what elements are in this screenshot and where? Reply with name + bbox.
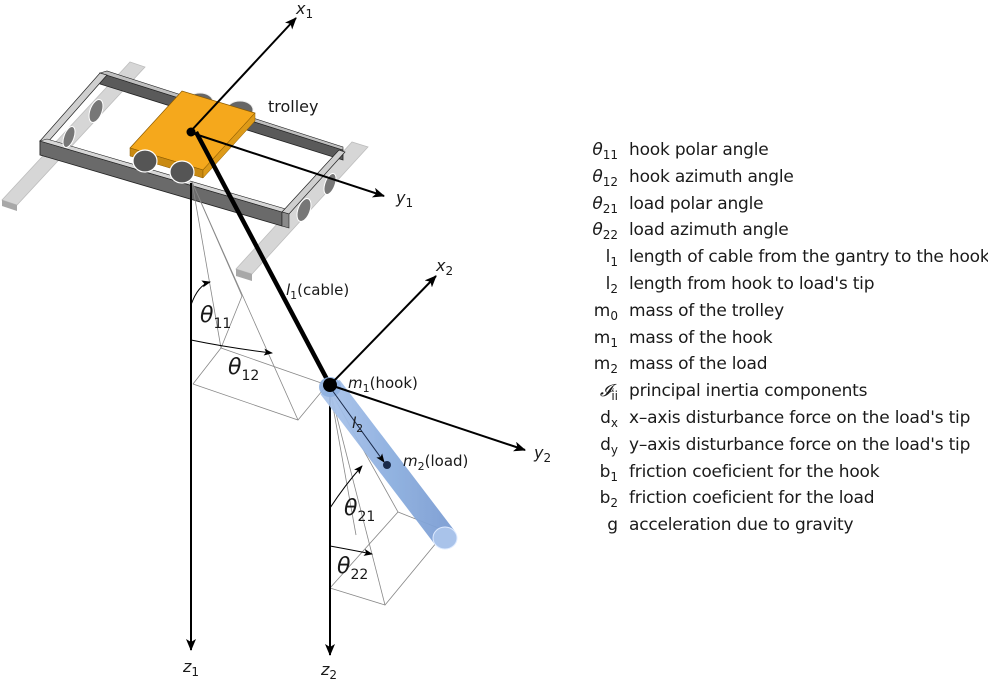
- legend-description: mass of the load: [629, 354, 768, 375]
- legend-row: g acceleration due to gravity: [556, 515, 988, 542]
- x1-axis: [189, 17, 297, 133]
- legend-row: b2 friction coeficient for the load: [556, 488, 988, 515]
- x1-label: x1: [295, 0, 313, 21]
- legend-description: mass of the hook: [629, 327, 773, 348]
- legend-symbol: θ22: [592, 220, 618, 243]
- variable-legend: θ11 hook polar angle θ12 hook azimuth angle…: [556, 140, 988, 542]
- cable-label: l1(cable): [286, 281, 349, 302]
- legend-description: acceleration due to gravity: [629, 515, 854, 536]
- legend-description: friction coeficient for the load: [629, 488, 875, 509]
- legend-symbol: θ12: [592, 166, 618, 189]
- legend-symbol: m0: [593, 300, 618, 323]
- legend-row: θ11 hook polar angle: [556, 140, 988, 167]
- x2-axis: [329, 275, 437, 386]
- legend-description: x–axis disturbance force on the load's t…: [629, 407, 971, 428]
- legend-row: m1 mass of the hook: [556, 328, 988, 355]
- legend-row: m0 mass of the trolley: [556, 301, 988, 328]
- y2-axis: [329, 384, 526, 452]
- theta22-label: θ22: [337, 554, 368, 583]
- l2-arrow: [331, 389, 385, 463]
- legend-description: mass of the trolley: [629, 300, 785, 321]
- theta22-arc: [329, 545, 373, 556]
- trolley: [129, 90, 256, 184]
- y1-label: y1: [395, 188, 413, 210]
- legend-row: l1 length of cable from the gantry to the…: [556, 247, 988, 274]
- legend-row: b1 friction coeficient for the hook: [556, 462, 988, 489]
- legend-symbol: l1: [605, 247, 618, 270]
- legend-description: length from hook to load's tip: [629, 273, 875, 294]
- legend-symbol: g: [607, 515, 618, 536]
- legend-row: θ12 hook azimuth angle: [556, 167, 988, 194]
- y2-label: y2: [533, 443, 551, 465]
- theta12-arc: [190, 339, 273, 356]
- legend-symbol: b2: [599, 488, 618, 511]
- legend-row: dx x–axis disturbance force on the load's…: [556, 408, 988, 435]
- legend-symbol: θ21: [592, 193, 618, 216]
- l2-label: l2: [352, 414, 363, 435]
- legend-description: hook polar angle: [629, 140, 769, 160]
- legend-symbol: m1: [593, 327, 618, 350]
- legend-description: y–axis disturbance force on the load's t…: [629, 434, 971, 455]
- cable: [194, 130, 332, 387]
- legend-row: m2 mass of the load: [556, 354, 988, 381]
- legend-symbol: 𝓘ii: [599, 381, 618, 404]
- legend-description: load polar angle: [629, 193, 764, 214]
- legend-row: θ21 load polar angle: [556, 194, 988, 221]
- legend-row: dy y–axis disturbance force on the load's…: [556, 435, 988, 462]
- legend-symbol: m2: [593, 354, 618, 377]
- x2-label: x2: [435, 256, 453, 278]
- legend-symbol: b1: [599, 461, 618, 484]
- legend-symbol: θ11: [592, 140, 618, 162]
- hook-label: m1(hook): [348, 374, 418, 395]
- load-label: m2(load): [403, 452, 468, 473]
- legend-description: friction coeficient for the hook: [629, 461, 880, 482]
- legend-row: θ22 load azimuth angle: [556, 220, 988, 247]
- load-center-dot: [383, 461, 391, 469]
- legend-symbol: dy: [600, 434, 618, 457]
- legend-description: length of cable from the gantry to the h…: [629, 247, 988, 268]
- trolley-label: trolley: [268, 97, 319, 116]
- theta12-label: θ12: [228, 355, 259, 384]
- legend-row: 𝓘ii principal inertia components: [556, 381, 988, 408]
- y1-axis: [191, 132, 385, 198]
- legend-description: load azimuth angle: [629, 220, 789, 241]
- theta21-label: θ21: [344, 496, 375, 525]
- theta21-arc: [329, 465, 363, 509]
- legend-symbol: dx: [600, 407, 618, 430]
- z2-label: z2: [320, 660, 337, 682]
- legend-description: hook azimuth angle: [629, 166, 794, 187]
- theta11-arc: [190, 280, 211, 306]
- trolley-origin: [186, 127, 196, 137]
- theta11-label: θ11: [200, 303, 231, 332]
- z1-label: z1: [182, 657, 199, 679]
- legend-symbol: l2: [605, 273, 618, 296]
- legend-description: principal inertia components: [629, 381, 868, 402]
- legend-row: l2 length from hook to load's tip: [556, 274, 988, 301]
